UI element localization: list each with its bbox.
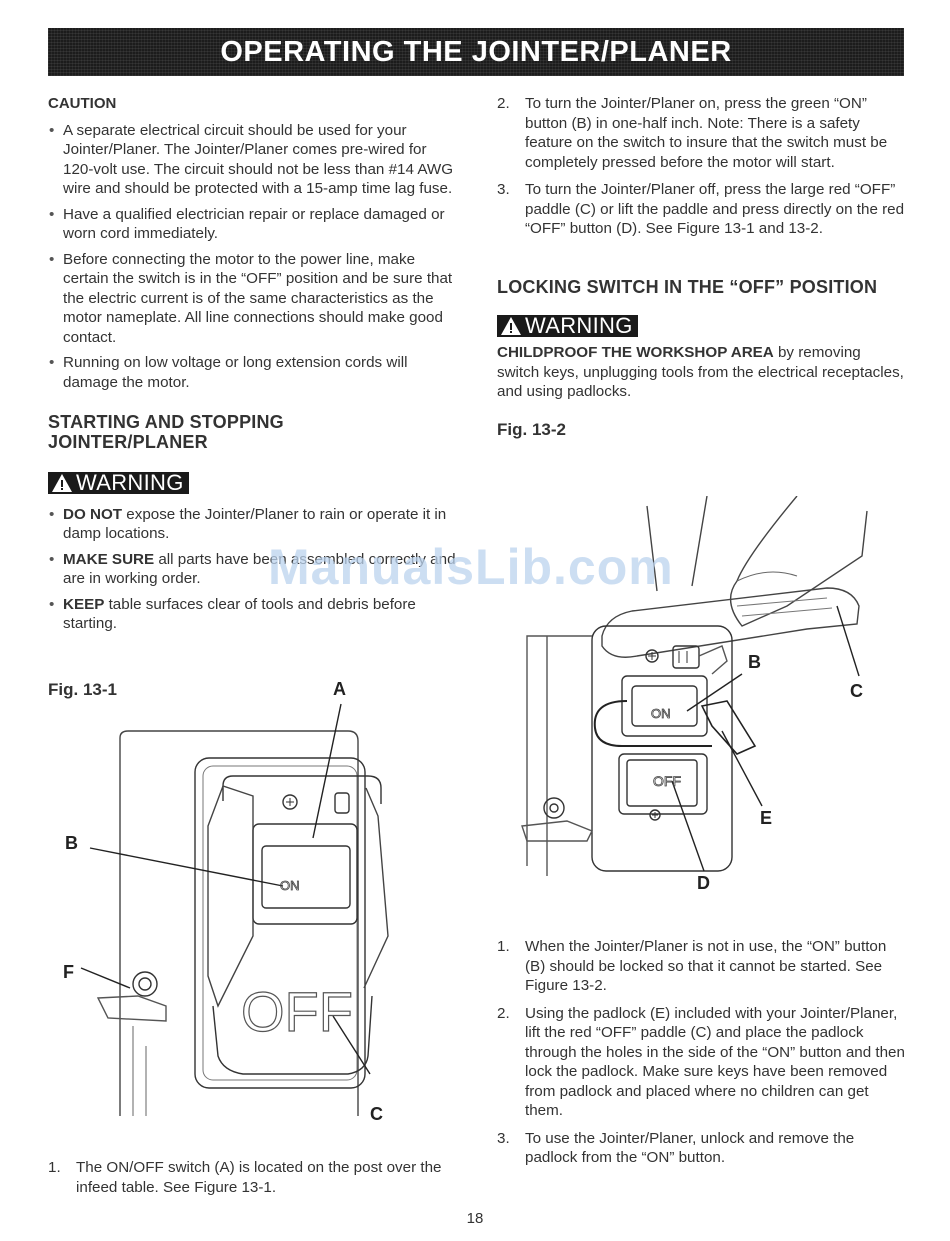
fig1-callout-f: F bbox=[63, 962, 74, 982]
warning-triangle-icon bbox=[52, 474, 72, 492]
list-item: 3. To use the Jointer/Planer, unlock and … bbox=[497, 1129, 907, 1168]
list-item: KEEP table surfaces clear of tools and d… bbox=[48, 595, 458, 634]
step-text: To turn the Jointer/Planer on, press the… bbox=[525, 95, 888, 171]
step-number: 3. bbox=[497, 1129, 510, 1147]
step-number: 1. bbox=[497, 938, 510, 955]
locking-paragraph: CHILDPROOF THE WORKSHOP AREA by removing… bbox=[497, 343, 907, 402]
paragraph-text: by removing switch keys, unplugging tool… bbox=[497, 344, 904, 400]
lock-steps: 1. When the Jointer/Planer is not in use,… bbox=[497, 937, 907, 1176]
page-title: OPERATING THE JOINTER/PLANER bbox=[220, 35, 732, 68]
watermark: ManualsLib.com bbox=[268, 539, 674, 595]
list-item: 1. The ON/OFF switch (A) is located on th… bbox=[48, 1158, 458, 1197]
list-item: Have a qualified electrician repair or r… bbox=[48, 205, 458, 244]
step-number: 3. bbox=[497, 181, 510, 198]
step-number: 2. bbox=[497, 95, 510, 112]
fig2-callout-c: C bbox=[850, 681, 863, 701]
fig1-on-text: ON bbox=[280, 878, 300, 893]
caution-heading: CAUTION bbox=[48, 95, 117, 112]
warning-label: WARNING bbox=[525, 312, 633, 338]
warning-label: WARNING bbox=[76, 470, 184, 496]
list-item: Running on low voltage or long extension… bbox=[48, 353, 458, 392]
fig2-callout-e: E bbox=[760, 808, 773, 828]
starting-list: DO NOT expose the Jointer/Planer to rain… bbox=[48, 505, 458, 634]
list-item: Before connecting the motor to the power… bbox=[48, 250, 458, 348]
item-text: expose the Jointer/Planer to rain or ope… bbox=[63, 505, 447, 543]
step-number: 2. bbox=[497, 1004, 510, 1022]
page-number: 18 bbox=[466, 1210, 484, 1227]
list-item: 2. Using the padlock (E) included with yo… bbox=[497, 1004, 907, 1121]
step-text: To turn the Jointer/Planer off, press th… bbox=[525, 181, 905, 237]
item-text: table surfaces clear of tools and debris… bbox=[63, 595, 416, 633]
step-text: Using the padlock (E) included with your… bbox=[525, 1004, 905, 1120]
fig2-label: Fig. 13-2 bbox=[497, 419, 566, 439]
fig1-callout-b: B bbox=[65, 833, 78, 853]
left-steps: 1. The ON/OFF switch (A) is located on th… bbox=[48, 1158, 458, 1205]
fig2-off-text: OFF bbox=[653, 773, 681, 789]
step-text: To use the Jointer/Planer, unlock and re… bbox=[525, 1129, 855, 1167]
fig2-callout-d: D bbox=[697, 873, 710, 893]
left-column: CAUTION A separate electrical circuit sh… bbox=[48, 94, 458, 640]
bold-lead: KEEP bbox=[63, 595, 105, 613]
fig1-callout-a: A bbox=[333, 679, 346, 699]
fig1-label: Fig. 13-1 bbox=[48, 680, 117, 699]
fig2-switch-illustration: ON OFF bbox=[521, 496, 868, 876]
fig2-on-text: ON bbox=[651, 706, 671, 721]
caution-list: A separate electrical circuit should be … bbox=[48, 121, 458, 393]
warning-badge: WARNING bbox=[497, 312, 907, 342]
item-text: all parts have been assembled correctly … bbox=[63, 550, 456, 588]
list-item: 3. To turn the Jointer/Planer off, press … bbox=[497, 180, 907, 239]
list-item: A separate electrical circuit should be … bbox=[48, 121, 458, 199]
step-text: When the Jointer/Planer is not in use, t… bbox=[525, 938, 887, 994]
step-number: 1. bbox=[48, 1159, 61, 1176]
fig1-callout-c: C bbox=[370, 1104, 383, 1124]
fig1-off-text: OFF bbox=[241, 980, 353, 1043]
starting-heading: STARTING AND STOPPING JOINTER/PLANER bbox=[48, 412, 284, 452]
list-item: 1. When the Jointer/Planer is not in use,… bbox=[497, 937, 907, 996]
warning-triangle-icon bbox=[501, 316, 521, 335]
bold-lead: DO NOT bbox=[63, 505, 123, 523]
right-column: 2. To turn the Jointer/Planer on, press t… bbox=[497, 94, 907, 439]
fig1-switch-illustration: ON OFF bbox=[80, 703, 389, 1116]
fig2-callout-b: B bbox=[748, 652, 761, 672]
bold-lead: CHILDPROOF THE WORKSHOP AREA bbox=[497, 344, 774, 361]
list-item: DO NOT expose the Jointer/Planer to rain… bbox=[48, 505, 458, 544]
title-banner: OPERATING THE JOINTER/PLANER bbox=[48, 28, 904, 76]
step-text: The ON/OFF switch (A) is located on the … bbox=[76, 1159, 442, 1196]
warning-badge: WARNING bbox=[48, 472, 458, 499]
locking-heading: LOCKING SWITCH IN THE “OFF” POSITION bbox=[497, 276, 878, 297]
list-item: 2. To turn the Jointer/Planer on, press t… bbox=[497, 94, 907, 172]
bold-lead: MAKE SURE bbox=[63, 550, 155, 568]
list-item: MAKE SURE all parts have been assembled … bbox=[48, 550, 458, 589]
